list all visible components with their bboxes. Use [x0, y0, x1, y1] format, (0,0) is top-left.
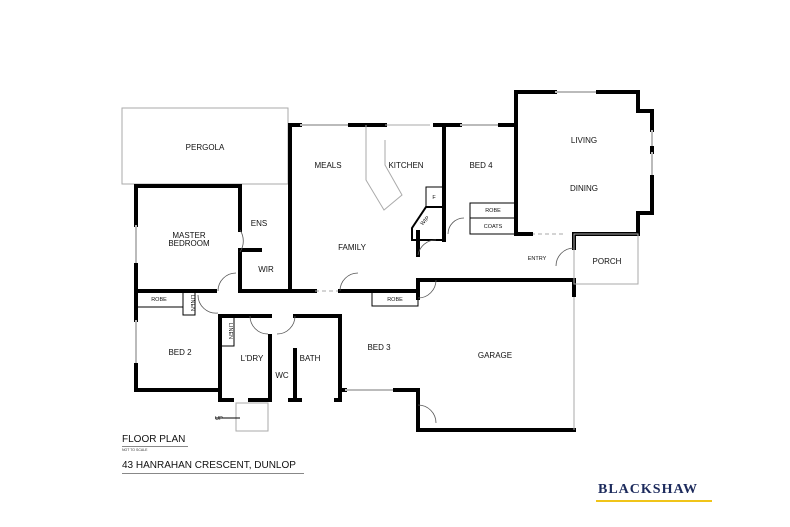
label-robe-bed2: ROBE	[151, 297, 167, 303]
label-bed2: BED 2	[168, 348, 192, 357]
label-bed3: BED 3	[367, 343, 391, 352]
label-kitchen: KITCHEN	[388, 161, 423, 170]
plan-title: FLOOR PLAN	[122, 434, 186, 445]
room-labels: PERGOLA MEALS KITCHEN BED 4 LIVING DININ…	[151, 136, 621, 422]
label-linen-2: LINEN	[227, 323, 233, 339]
door-swings	[197, 217, 575, 424]
label-up: UP	[215, 416, 223, 422]
label-garage: GARAGE	[478, 351, 512, 360]
label-family: FAMILY	[338, 243, 367, 252]
label-dining: DINING	[570, 184, 598, 193]
label-wip: WIP	[419, 215, 431, 227]
label-living: LIVING	[571, 136, 597, 145]
label-robe-bed4: ROBE	[485, 208, 501, 214]
title-underline	[122, 446, 188, 447]
label-fridge: F	[432, 195, 436, 201]
label-pergola: PERGOLA	[186, 143, 225, 152]
label-entry: ENTRY	[528, 256, 547, 262]
label-ens: ENS	[251, 219, 267, 228]
brand-logo: BLACKSHAW	[598, 482, 699, 497]
brand-logo-bar	[596, 500, 712, 502]
scale-note: NOT TO SCALE	[122, 448, 148, 452]
label-robe-bed3: ROBE	[387, 297, 403, 303]
label-master-1: MASTER	[172, 231, 206, 240]
label-bed4: BED 4	[469, 161, 493, 170]
label-coats: COATS	[484, 224, 503, 230]
property-address: 43 HANRAHAN CRESCENT, DUNLOP	[122, 460, 296, 471]
label-bath: BATH	[300, 354, 321, 363]
label-linen-1: LINEN	[189, 295, 195, 311]
label-wc: WC	[275, 371, 289, 380]
walls	[134, 90, 654, 432]
address-underline	[122, 473, 304, 474]
label-porch: PORCH	[593, 257, 622, 266]
label-ldry: L'DRY	[241, 354, 264, 363]
label-wir: WIR	[258, 265, 274, 274]
label-meals: MEALS	[314, 161, 341, 170]
label-master-2: BEDROOM	[168, 239, 210, 248]
